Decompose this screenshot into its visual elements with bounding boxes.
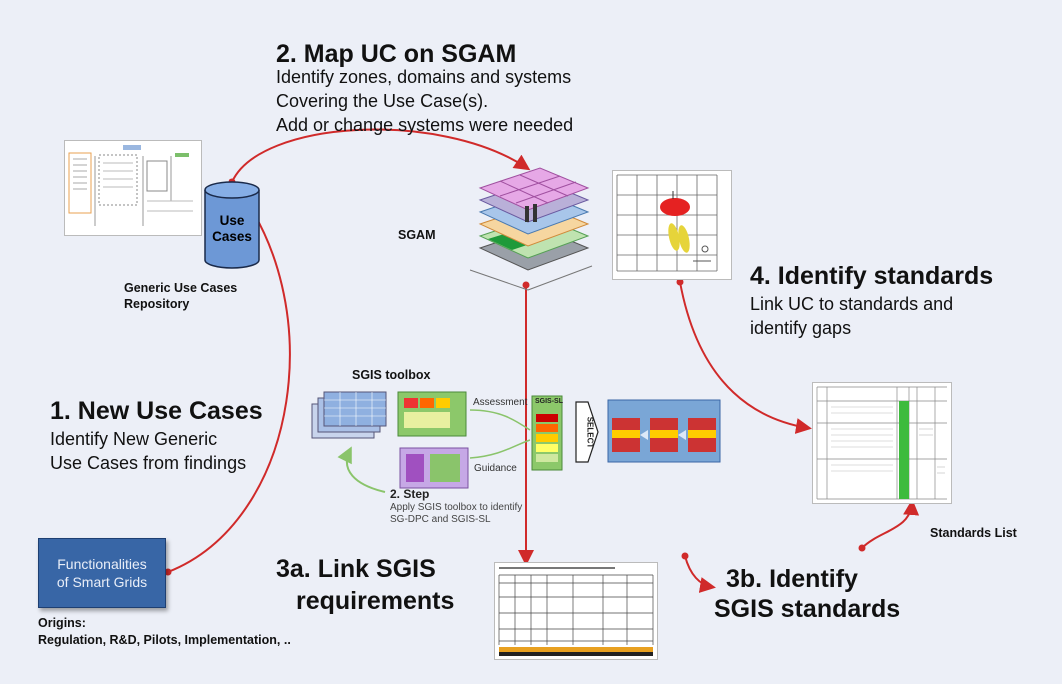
step1-line-1: Identify New Generic — [50, 429, 218, 449]
use-cases-cylinder-line-1: Use — [219, 213, 245, 228]
step1-line-2: Use Cases from findings — [50, 453, 247, 473]
standards-list-label: Standards List — [930, 526, 1017, 540]
toolbox-step-title: 2. Step — [390, 487, 430, 501]
use-cases-cylinder-line-2: Cases — [212, 229, 252, 244]
sgis-toolbox-title: SGIS toolbox — [352, 368, 431, 382]
step1-title: 1. New Use Cases — [50, 397, 263, 425]
sgam-label: SGAM — [398, 228, 436, 242]
step3a-line-1: 3a. Link SGIS — [276, 555, 436, 583]
arrow-mapping-to-standards — [679, 281, 812, 434]
step2-title: 2. Map UC on SGAM — [276, 40, 517, 68]
use-case-mapping-grid-thumbnail — [612, 170, 732, 280]
step2-line-3: Add or change systems were needed — [276, 115, 574, 135]
arrow-use-cases-to-sgam — [231, 128, 531, 183]
standards-list-thumbnail — [812, 382, 952, 504]
step3a-line-2: requirements — [296, 587, 455, 615]
step3b-line-2: SGIS standards — [714, 595, 901, 623]
use-case-document-thumbnail — [64, 140, 202, 236]
guide-arrow-green — [337, 446, 386, 493]
step4-line-1: Link UC to standards and — [750, 294, 954, 314]
step4-title: 4. Identify standards — [750, 262, 994, 290]
step2-line-2: Covering the Use Case(s). — [276, 91, 489, 111]
step2-line-1: Identify zones, domains and systems — [276, 67, 572, 87]
step4-line-2: identify gaps — [750, 318, 852, 338]
origins-text: Regulation, R&D, Pilots, Implementation,… — [38, 633, 291, 647]
functionalities-box: Functionalities of Smart Grids — [38, 538, 166, 608]
origins-title: Origins: — [38, 616, 86, 630]
repository-label-line-2: Repository — [124, 297, 190, 311]
toolbox-step-line-1: Apply SGIS toolbox to identify — [390, 502, 523, 513]
sgis-sl-label: SGIS-SL — [535, 398, 564, 405]
arrow-3b-to-standards — [861, 499, 920, 549]
toolbox-step-line-2: SG-DPC and SGIS-SL — [390, 514, 491, 525]
step3b-line-1: 3b. Identify — [726, 565, 858, 593]
functionalities-line-1: Functionalities — [57, 556, 147, 572]
functionalities-line-2: of Smart Grids — [56, 574, 148, 590]
arrow-3b-curve — [684, 555, 716, 593]
guidance-label: Guidance — [474, 463, 517, 474]
assessment-label: Assessment — [473, 397, 528, 408]
select-label: SELECT — [585, 416, 595, 449]
arrow-functionalities-to-use-cases — [167, 178, 291, 573]
requirements-table-thumbnail — [494, 562, 658, 660]
repository-label-line-1: Generic Use Cases — [124, 281, 238, 295]
